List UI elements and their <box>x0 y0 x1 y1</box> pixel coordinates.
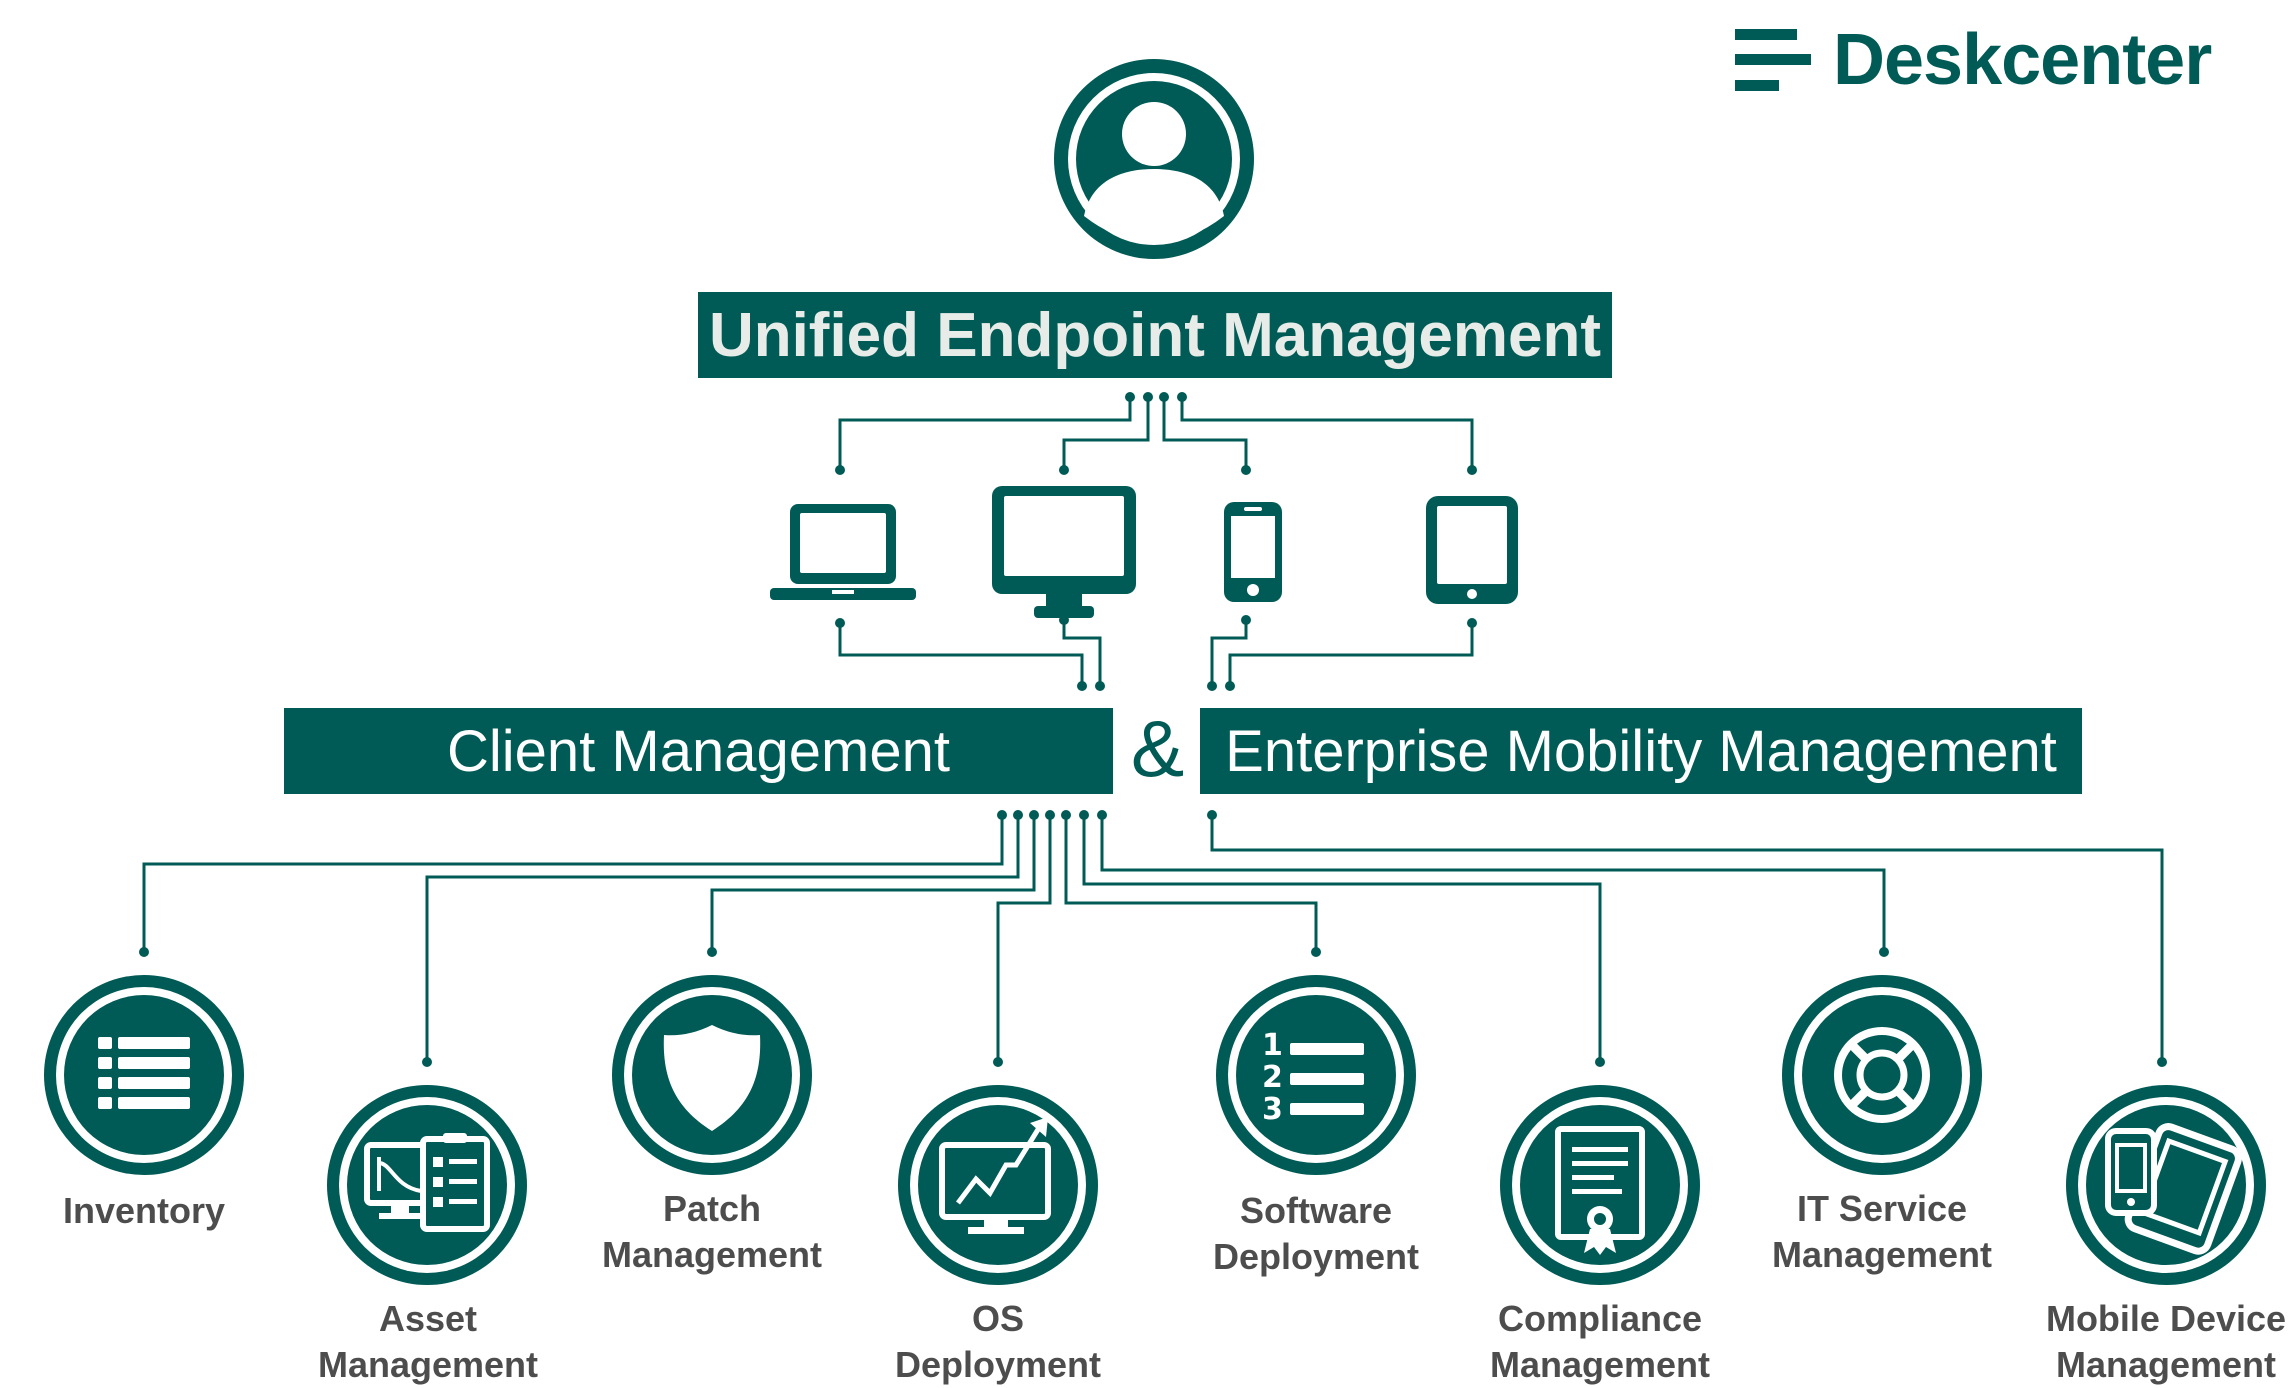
page-title: Unified Endpoint Management <box>698 292 1612 378</box>
brand-logo: Deskcenter <box>1735 20 2212 100</box>
user-icon <box>1054 59 1254 259</box>
smartphone-icon <box>1224 502 1282 602</box>
lifebuoy-icon <box>1782 975 1982 1175</box>
mobile-devices-icon <box>2066 1085 2266 1285</box>
list-icon <box>44 975 244 1175</box>
laptop-icon <box>770 504 916 600</box>
tablet-icon <box>1426 496 1518 604</box>
brand-name: Deskcenter <box>1833 20 2212 100</box>
svg-text:1: 1 <box>1262 1028 1283 1063</box>
certificate-icon <box>1500 1085 1700 1285</box>
deskcenter-logo-icon <box>1735 29 1811 91</box>
client-management-banner: Client Management <box>284 708 1113 794</box>
shield-icon <box>612 975 812 1175</box>
module-label-inventory: Inventory <box>62 1190 226 1231</box>
desktop-monitor-icon <box>992 486 1136 618</box>
svg-text:2: 2 <box>1262 1060 1283 1095</box>
numbered-list-icon: 123 <box>1216 975 1416 1175</box>
monitor-chart-icon <box>898 1085 1098 1285</box>
svg-text:3: 3 <box>1262 1092 1283 1127</box>
enterprise-mobility-management-banner: Enterprise Mobility Management <box>1200 708 2082 794</box>
asset-computer-icon <box>327 1085 527 1285</box>
ampersand: & <box>1130 704 1185 793</box>
